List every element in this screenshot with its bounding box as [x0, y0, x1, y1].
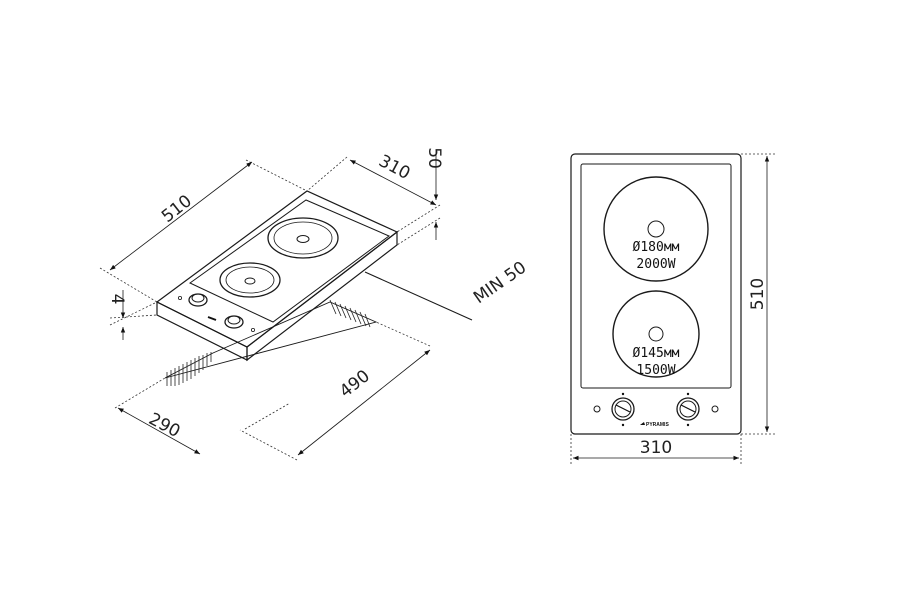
isometric-view: 510 310 50 4 MIN 50 290 490 — [99, 147, 530, 461]
iso-dim-lip: 4 — [107, 294, 127, 305]
top-knob-left — [593, 392, 635, 427]
iso-dim-cutout-length: 490 — [336, 366, 374, 402]
iso-dimension-lines — [109, 150, 439, 456]
iso-dim-width: 310 — [375, 151, 413, 184]
iso-dim-min-clearance: MIN 50 — [470, 258, 530, 308]
hob-body — [155, 190, 399, 362]
top-dim-width: 310 — [640, 438, 672, 458]
iso-knob-left — [177, 293, 208, 307]
top-burner-large: Ø180мм 2000W — [603, 176, 709, 282]
burner-large-power: 2000W — [636, 257, 675, 272]
top-view-outer-frame — [570, 153, 742, 435]
iso-dim-length: 510 — [158, 191, 196, 227]
burner-small-power: 1500W — [636, 363, 675, 378]
iso-burner-large — [267, 217, 339, 259]
brand-logo: PYRAMIS — [640, 422, 669, 428]
iso-dim-cutout-width: 290 — [145, 409, 183, 442]
top-view: Ø180мм 2000W Ø145мм 1500W — [570, 153, 775, 465]
top-dim-length: 510 — [748, 278, 768, 310]
iso-knob-right — [224, 315, 255, 332]
burner-small-diameter: Ø145мм — [633, 346, 680, 361]
iso-brand-mark — [207, 316, 217, 321]
iso-burner-small — [219, 262, 281, 298]
iso-extension-lines — [99, 156, 441, 461]
burner-large-diameter: Ø180мм — [633, 240, 680, 255]
top-view-inner-panel — [580, 163, 732, 389]
top-knob-right — [676, 392, 719, 427]
cutout-outline — [164, 299, 378, 386]
svg-text:PYRAMIS: PYRAMIS — [646, 422, 669, 428]
iso-dim-height: 50 — [424, 147, 444, 169]
top-burner-small: Ø145мм 1500W — [612, 290, 700, 378]
